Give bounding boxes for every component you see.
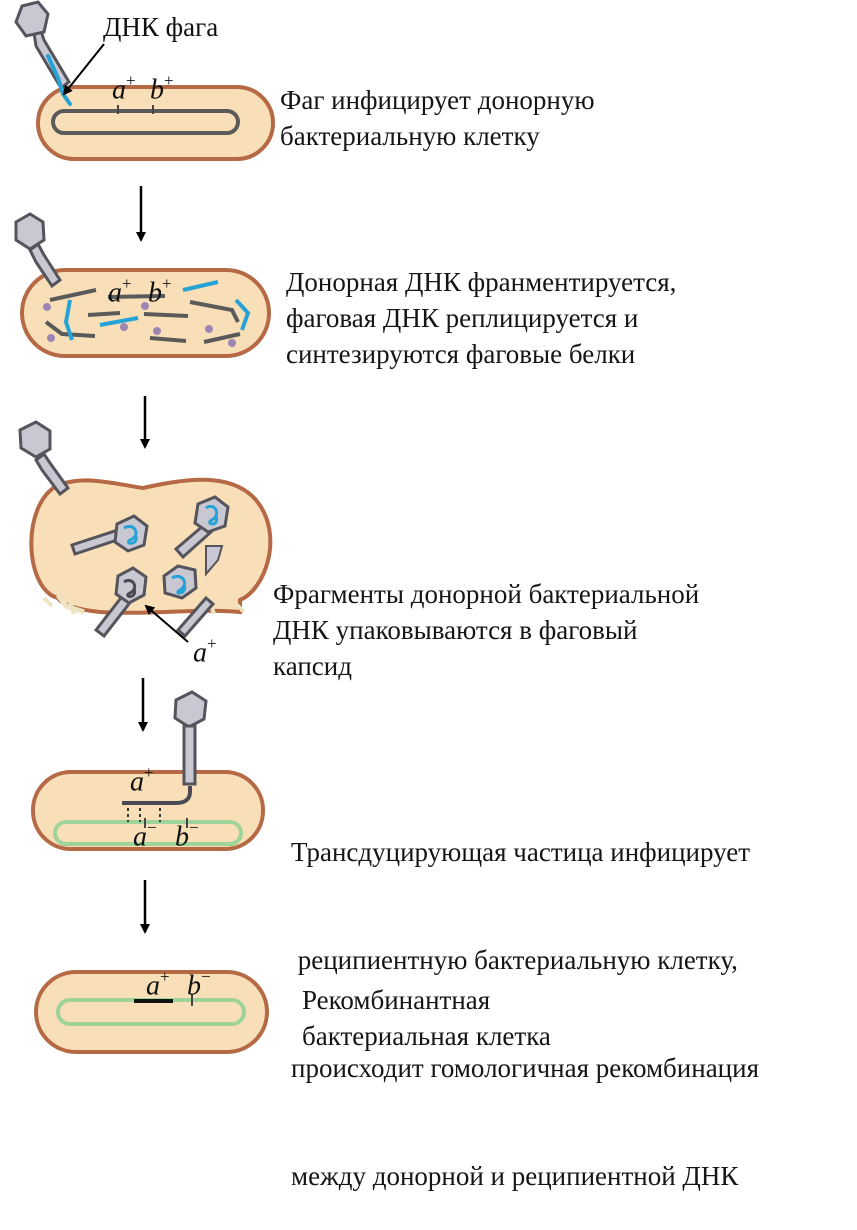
gene-a-label-step2: a+ bbox=[108, 276, 132, 309]
caption-line: между донорной и реципиентной ДНК bbox=[291, 1158, 759, 1194]
step2-caption: Донорная ДНК франментируется, фаговая ДН… bbox=[286, 264, 676, 372]
phage-dna-label: ДНК фага bbox=[103, 12, 218, 43]
step1-caption: Фаг инфицирует донорную бактериальную кл… bbox=[280, 82, 595, 154]
step5-caption: Рекомбинантная бактериальная клетка bbox=[302, 982, 551, 1054]
gene-a-plus-label-step4: a+ bbox=[130, 765, 154, 798]
step1-phage bbox=[16, 2, 69, 88]
caption-line: капсид bbox=[273, 648, 699, 684]
caption-line: синтезируются фаговые белки bbox=[286, 336, 676, 372]
caption-line: Фрагменты донорной бактериальной bbox=[273, 576, 699, 612]
step3-attached-phage bbox=[20, 422, 68, 494]
step3-lysing-cell bbox=[31, 480, 270, 614]
caption-line: происходит гомологичная рекомбинация bbox=[291, 1050, 759, 1086]
gene-b-minus-label-step5: b− bbox=[187, 969, 211, 1002]
step2-phage bbox=[16, 214, 60, 286]
gene-b-minus-label-step4: b− bbox=[175, 820, 199, 853]
gene-a-label-step1: a+ bbox=[112, 73, 136, 106]
caption-line: бактериальная клетка bbox=[302, 1018, 551, 1054]
gene-a-label-step3: a+ bbox=[193, 636, 217, 669]
caption-line: реципиентную бактериальную клетку, bbox=[291, 942, 759, 978]
caption-line: Фаг инфицирует донорную bbox=[280, 82, 595, 118]
gene-b-label-step1: b+ bbox=[150, 73, 174, 106]
gene-a-plus-label-step5: a+ bbox=[146, 969, 170, 1002]
step3-caption: Фрагменты донорной бактериальной ДНК упа… bbox=[273, 576, 699, 684]
caption-line: Трансдуцирующая частица инфицирует bbox=[291, 834, 759, 870]
caption-line: Рекомбинантная bbox=[302, 982, 551, 1018]
caption-line: Донорная ДНК франментируется, bbox=[286, 264, 676, 300]
gene-b-label-step2: b+ bbox=[148, 276, 172, 309]
step2-donor-cell bbox=[22, 270, 269, 356]
gene-a-minus-label-step4: a− bbox=[133, 820, 157, 853]
caption-line: фаговая ДНК реплицируется и bbox=[286, 300, 676, 336]
caption-line: ДНК упаковываются в фаговый bbox=[273, 612, 699, 648]
caption-line: бактериальную клетку bbox=[280, 118, 595, 154]
